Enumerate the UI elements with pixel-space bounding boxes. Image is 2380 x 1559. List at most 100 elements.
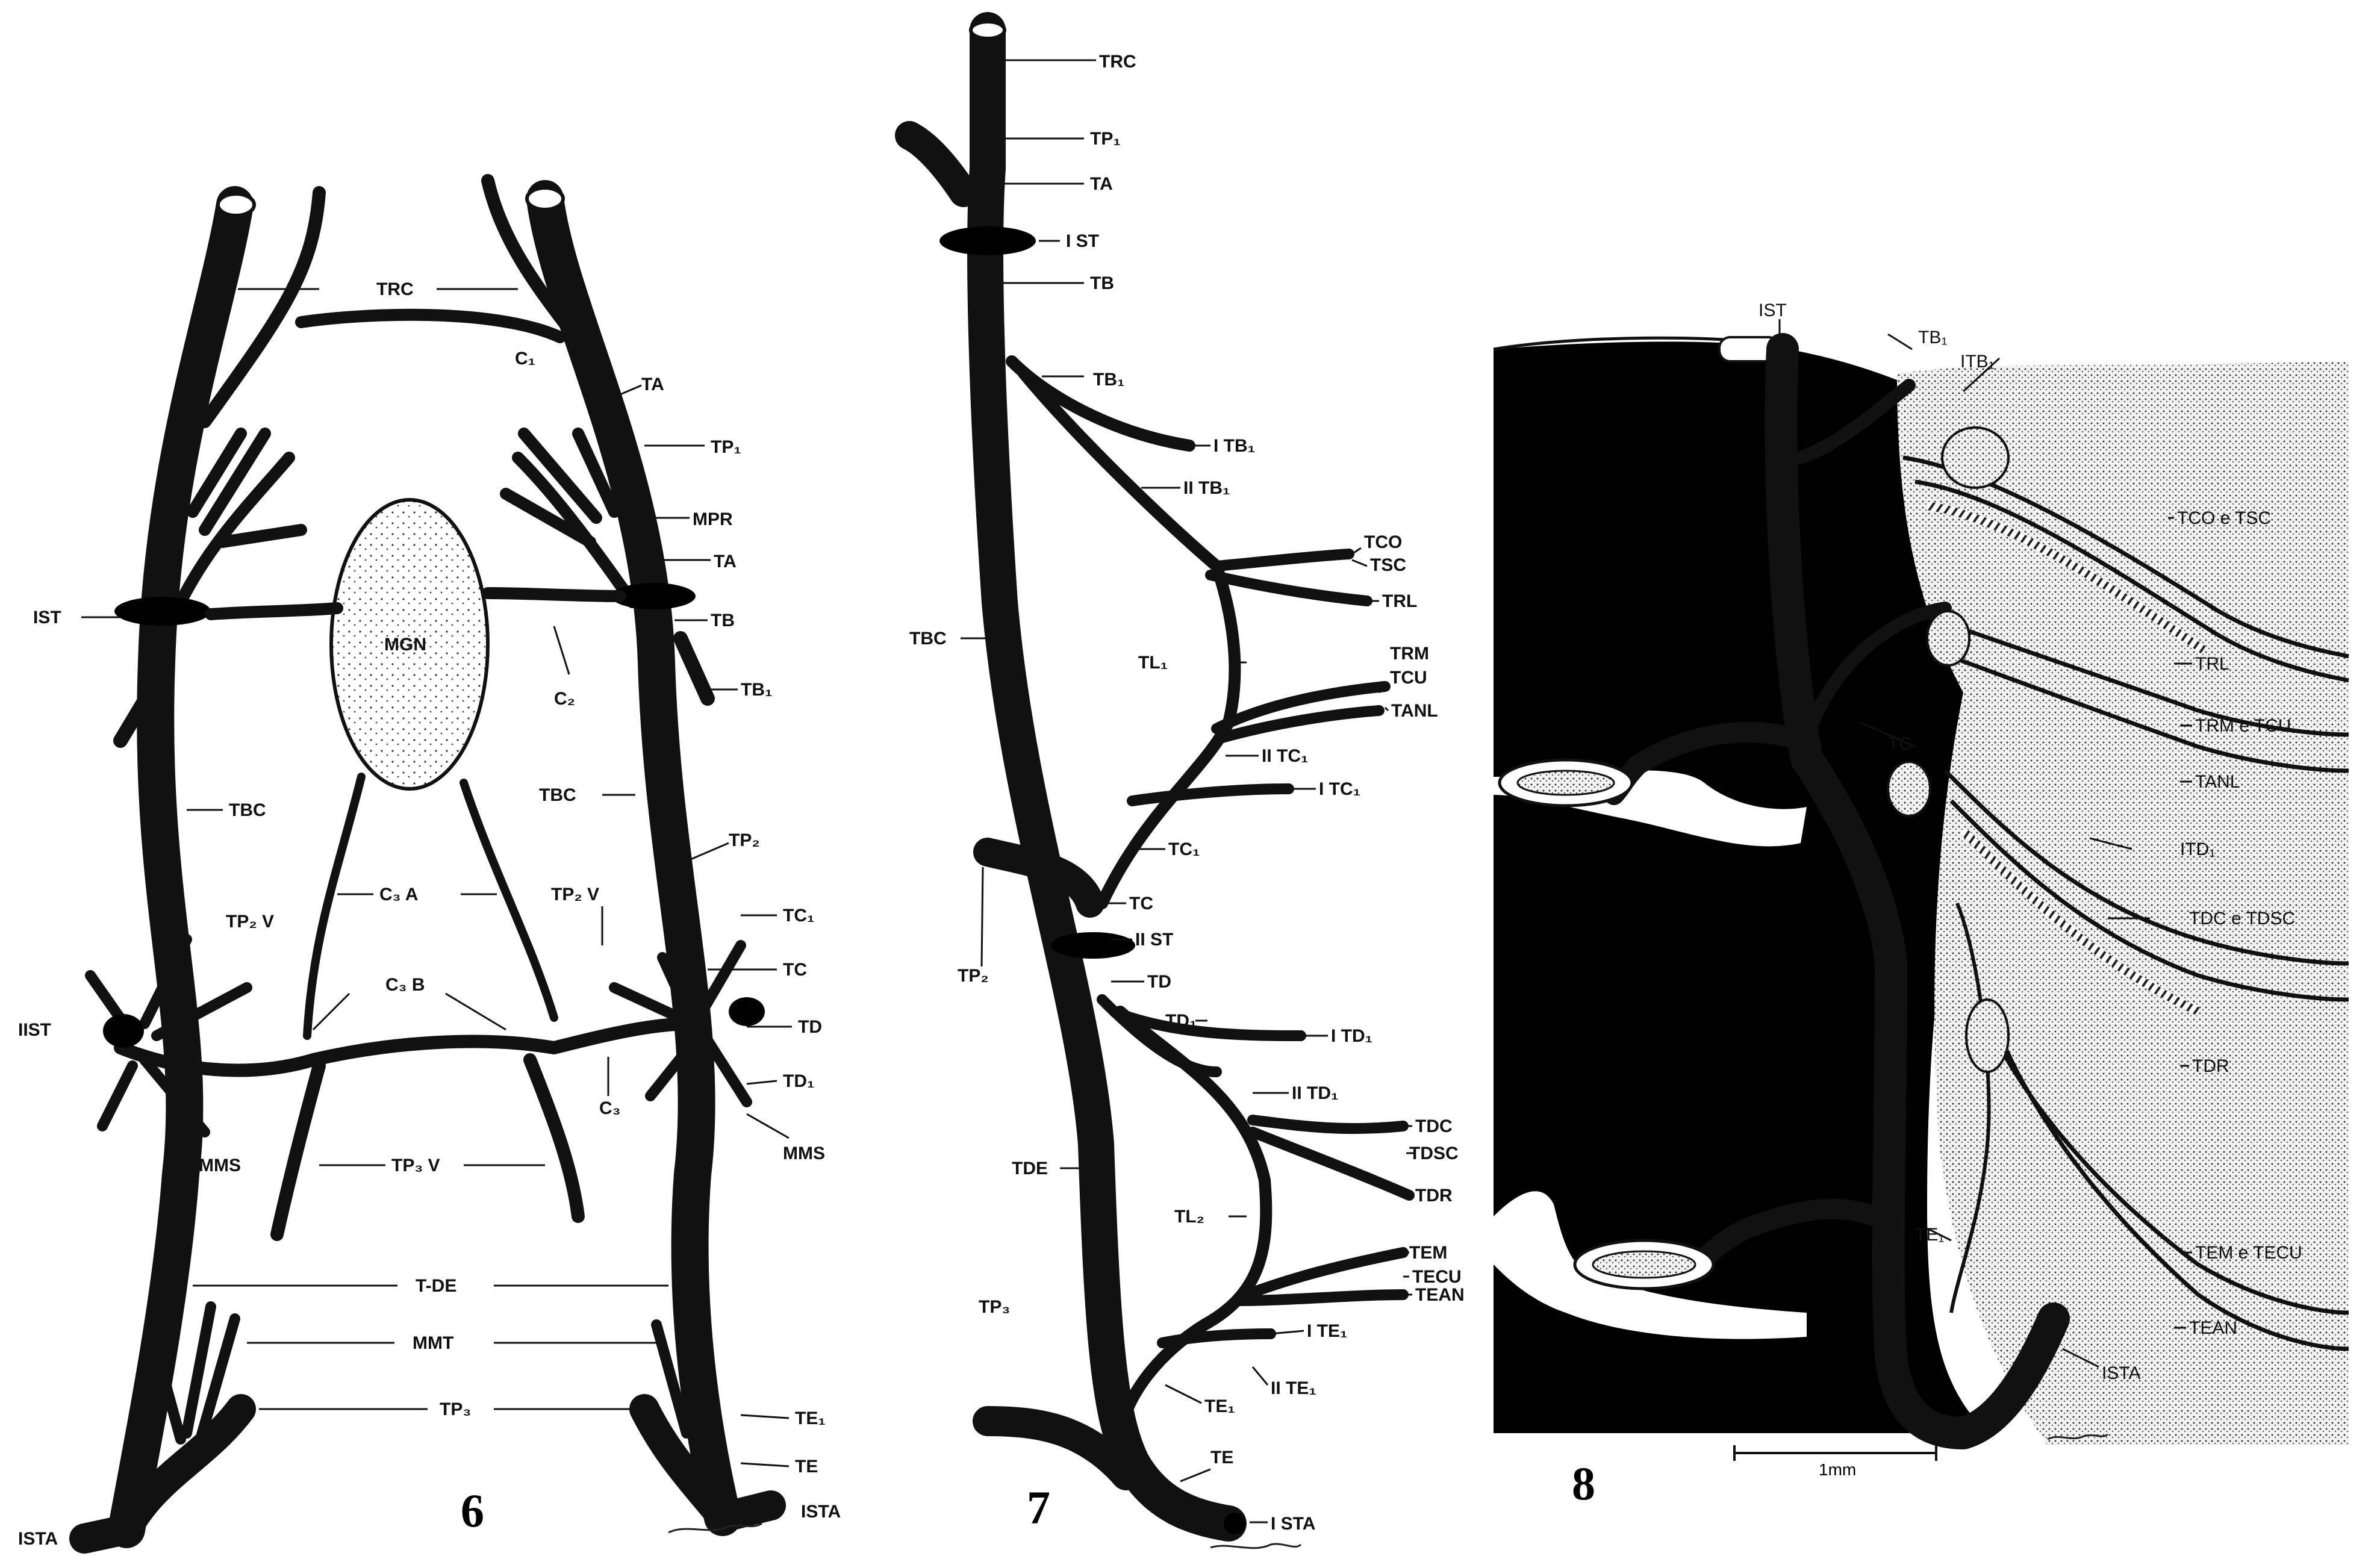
figure-6-number: 6 — [461, 1484, 484, 1537]
f6-te: TE — [795, 1457, 818, 1477]
f6-te1: TE₁ — [795, 1408, 826, 1428]
f6-ista-left: ISTA — [18, 1529, 58, 1549]
f7-tdc: TDC — [1415, 1116, 1453, 1136]
figure-7-number: 7 — [1027, 1481, 1050, 1534]
f6-ta: TA — [714, 552, 737, 571]
f7-tp3: TP₃ — [979, 1297, 1010, 1317]
f7-td1: TD₁ — [1165, 1011, 1197, 1031]
f6-tp3: TP₃ — [440, 1399, 471, 1419]
f7-iitd1: II TD₁ — [1292, 1083, 1338, 1103]
f8-tb1: TB₁ — [1918, 328, 1947, 347]
f6-mms-right: MMS — [783, 1144, 825, 1163]
f6-td1: TD₁ — [783, 1071, 814, 1091]
f6-mgn: MGN — [384, 635, 426, 655]
f7-td: TD — [1147, 972, 1171, 992]
f6-tp2v-left: TP₂ V — [226, 912, 274, 932]
f6-tp3v: TP₃ V — [391, 1156, 440, 1175]
f8-trm-tcu: TRM e TCU — [2195, 716, 2291, 736]
f8-itb1: ITB₁ — [1960, 352, 1995, 372]
f7-trc: TRC — [1099, 52, 1136, 72]
f7-iitc1: II TC₁ — [1262, 746, 1308, 766]
f7-tb: TB — [1090, 273, 1114, 293]
f7-tl1: TL₁ — [1138, 653, 1168, 673]
f6-ist: IST — [33, 608, 61, 627]
f6-iist: IIST — [18, 1020, 51, 1040]
iist-band-right — [729, 997, 765, 1026]
f8-tem-tecu: TEM e TECU — [2195, 1243, 2302, 1263]
ist-band-7 — [939, 226, 1036, 255]
f6-c3: C₃ — [599, 1098, 621, 1118]
f6-tb: TB — [711, 611, 735, 630]
f7-tp1: TP₁ — [1090, 129, 1121, 149]
f7-tco: TCO — [1364, 532, 1402, 552]
f7-tem: TEM — [1409, 1243, 1447, 1263]
f7-tbc: TBC — [909, 629, 947, 649]
f7-tc1: TC₁ — [1168, 839, 1200, 859]
ist-band-left — [114, 597, 211, 626]
iist-band-left — [103, 1014, 144, 1048]
f8-tissue — [1897, 361, 2349, 1445]
f7-iite1: II TE₁ — [1271, 1378, 1316, 1398]
f8-itd1: ITD₁ — [2180, 839, 2215, 859]
figure-7: TRC TP₁ TA I ST TB TB₁ I TB₁ II TB₁ TCO … — [909, 22, 1465, 1548]
f7-te1: TE₁ — [1204, 1396, 1235, 1416]
f6-tp1: TP₁ — [711, 437, 741, 457]
f7-ist: I ST — [1066, 231, 1099, 251]
f8-tc: TC — [1888, 734, 1912, 754]
f6-tbc-right: TBC — [539, 785, 576, 805]
f7-tl2: TL₂ — [1174, 1207, 1204, 1227]
f6-tc: TC — [783, 960, 807, 980]
trunk-right-top — [527, 188, 563, 210]
f7-itc1: I TC₁ — [1319, 779, 1360, 799]
f7-trl: TRL — [1382, 591, 1417, 611]
f6-c3a: C₃ A — [379, 885, 418, 904]
f7-tdsc: TDSC — [1409, 1144, 1459, 1163]
f8-ista: ISTA — [2102, 1363, 2140, 1383]
f6-tp2: TP₂ — [729, 830, 760, 850]
f7-te: TE — [1210, 1448, 1233, 1467]
f7-tb1: TB₁ — [1093, 370, 1124, 390]
f6-tbc-left: TBC — [229, 800, 266, 820]
f6-trc: TRC — [376, 279, 414, 299]
f6-td: TD — [798, 1017, 822, 1037]
f7-tean: TEAN — [1415, 1285, 1465, 1305]
f8-tco-tsc: TCO e TSC — [2177, 508, 2271, 528]
f6-tb1: TB₁ — [741, 680, 772, 700]
iist-band-7 — [1051, 932, 1135, 959]
trunk-left-top — [218, 194, 254, 216]
f7-tp2: TP₂ — [958, 966, 989, 986]
f7-iitb1: II TB₁ — [1183, 478, 1230, 498]
f8-tdr: TDR — [2192, 1056, 2229, 1076]
f6-c2: C₂ — [554, 689, 575, 709]
f7-tanl: TANL — [1391, 701, 1438, 721]
figure-8-number: 8 — [1572, 1457, 1595, 1510]
f6-mms-left: MMS — [199, 1156, 241, 1175]
f8-trl: TRL — [2195, 654, 2229, 674]
f8-te1: TE₁ — [1915, 1225, 1944, 1245]
f6-ista-right: ISTA — [801, 1502, 841, 1522]
f7-ite1: I TE₁ — [1307, 1321, 1347, 1341]
signature-7 — [1210, 1544, 1301, 1548]
f8-tanl: TANL — [2195, 772, 2240, 792]
f8-tdc-tdsc: TDC e TDSC — [2189, 909, 2295, 929]
f6-tc1: TC₁ — [783, 906, 814, 926]
f6-tde: T-DE — [416, 1276, 456, 1296]
f8-tean: TEAN — [2189, 1318, 2237, 1338]
figure-8: 1mm IST TB₁ ITB₁ TCO e TSC TRL TRM e TCU… — [1494, 300, 2349, 1510]
f7-trm: TRM — [1390, 644, 1429, 664]
f7-ta: TA — [1090, 174, 1113, 194]
f7-tde: TDE — [1012, 1159, 1048, 1178]
f7-tecu: TECU — [1412, 1267, 1462, 1287]
f7-tcu: TCU — [1390, 668, 1427, 688]
f6-tp2v-right: TP₂ V — [551, 885, 599, 904]
f7-ista: I STA — [1271, 1514, 1315, 1534]
f7-iist: II ST — [1135, 930, 1173, 950]
f7-itb1: I TB₁ — [1213, 436, 1255, 456]
f8-ist: IST — [1759, 300, 1787, 320]
f6-c3b: C₃ B — [385, 975, 425, 995]
f7-itd1: I TD₁ — [1331, 1026, 1372, 1046]
f7-tc: TC — [1129, 894, 1153, 913]
f8-scale-bar — [1734, 1445, 1936, 1461]
